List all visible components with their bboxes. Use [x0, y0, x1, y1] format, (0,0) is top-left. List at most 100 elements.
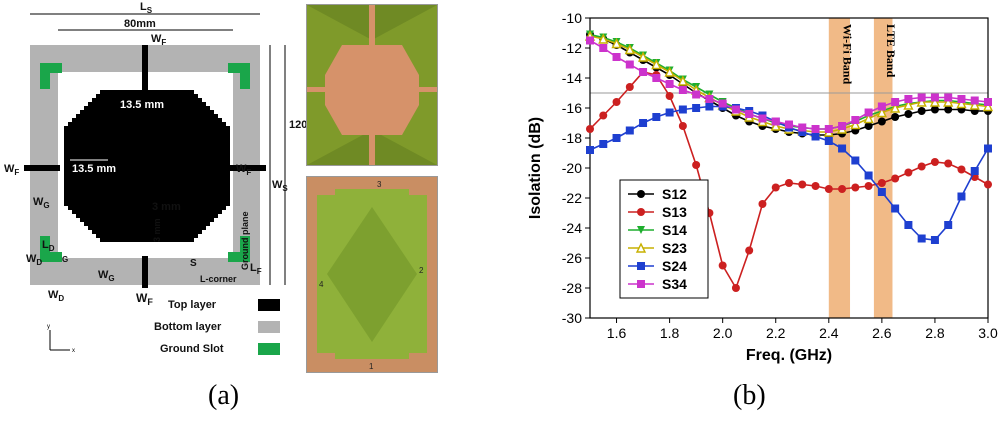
data-point: [625, 83, 634, 91]
data-point: [838, 122, 847, 130]
data-point: [929, 96, 941, 107]
data-point: [904, 110, 913, 118]
data-point: [678, 122, 687, 130]
data-point: [930, 158, 939, 166]
data-point: [916, 96, 927, 107]
series-line: [589, 35, 989, 133]
legend-marker: [637, 190, 645, 198]
g-label: G: [62, 255, 68, 264]
data-point: [665, 92, 674, 100]
data-point: [877, 188, 886, 196]
data-point: [917, 234, 926, 243]
data-point: [904, 168, 913, 177]
x-tick-label: 1.6: [607, 325, 627, 341]
data-point: [692, 104, 701, 112]
side-len-label-2: 13.5 mm: [72, 163, 116, 175]
data-point: [639, 119, 648, 127]
photo-top-patch: [325, 45, 419, 135]
layer-legend: Top layer Bottom layer Ground Slot: [154, 299, 280, 355]
series-line: [589, 33, 989, 130]
data-point: [758, 114, 767, 123]
series-s14: [586, 30, 992, 133]
legend-slot-label: Ground Slot: [160, 343, 224, 355]
top-layer-patch: [64, 90, 230, 242]
ground-slots: [40, 63, 250, 262]
data-point: [903, 99, 914, 110]
data-point: [890, 102, 901, 113]
data-point: [863, 112, 874, 124]
legend-marker: [637, 280, 645, 288]
data-point: [798, 180, 807, 189]
data-point: [944, 93, 953, 102]
y-tick-label: -20: [562, 160, 582, 176]
x-tick-label: 2.2: [766, 325, 786, 341]
ground-slot-br: [228, 236, 250, 262]
data-point: [705, 95, 714, 103]
data-point: [864, 108, 873, 117]
caption-b: (b): [733, 380, 766, 411]
data-point: [984, 98, 992, 106]
data-point: [944, 105, 953, 114]
lf-label: LF: [250, 262, 262, 276]
photo-label-2: 2: [419, 266, 424, 275]
data-point: [677, 75, 688, 86]
data-point: [745, 246, 754, 255]
data-point: [625, 126, 634, 135]
y-tick-label: -26: [562, 250, 582, 266]
ground-slot-tl: [40, 63, 62, 89]
three-mm-label: 3 mm: [152, 201, 181, 213]
data-point: [891, 113, 900, 121]
data-point: [824, 125, 833, 133]
data-point: [957, 95, 966, 103]
photo-label-4: 4: [319, 280, 324, 289]
antenna-schematic: LS 80mm WF 13.5 mm 13.5 mm 120 mm WS WF …: [4, 1, 330, 355]
data-point: [930, 93, 939, 102]
data-point: [984, 180, 992, 189]
side-len-label: 13.5 mm: [120, 99, 164, 111]
panel-a: LS 80mm WF 13.5 mm 13.5 mm 120 mm WS WF …: [0, 0, 480, 373]
ground-plane-label: Ground plane: [240, 212, 250, 271]
data-point: [586, 125, 594, 133]
wf-bottom-label: WF: [136, 291, 153, 307]
data-point: [624, 43, 635, 55]
data-point: [611, 37, 622, 49]
legend-marker: [637, 208, 645, 216]
legend-label: S12: [662, 186, 687, 202]
legend-marker: [637, 226, 645, 234]
data-point: [625, 60, 634, 69]
data-point: [678, 105, 687, 114]
legend-label: S24: [662, 258, 687, 274]
legend-label: S23: [662, 240, 687, 256]
data-point: [811, 125, 820, 133]
data-point: [984, 144, 992, 153]
data-point: [877, 117, 886, 126]
legend-top-label: Top layer: [168, 299, 217, 311]
feed-line-top: [142, 45, 148, 93]
data-point: [877, 179, 886, 187]
ws-label: WS: [272, 179, 288, 193]
x-tick-label: 1.8: [660, 325, 680, 341]
x-tick-label: 2.0: [713, 325, 733, 341]
legend-marker: [635, 242, 647, 253]
data-point: [731, 284, 740, 292]
data-point: [652, 113, 661, 121]
data-point: [798, 128, 807, 136]
y-tick-label: -18: [562, 130, 582, 146]
data-point: [877, 102, 886, 111]
y-tick-label: -12: [562, 40, 582, 56]
data-point: [876, 106, 887, 118]
photo-label-3: 3: [377, 180, 382, 189]
caption-a: (a): [208, 380, 240, 411]
data-point: [770, 120, 781, 131]
ground-slot-bl: [40, 236, 62, 262]
data-point: [904, 95, 913, 103]
data-point: [944, 221, 953, 229]
data-point: [731, 105, 740, 114]
s-label: S: [190, 258, 197, 269]
data-point: [864, 182, 873, 190]
data-point: [586, 36, 594, 45]
